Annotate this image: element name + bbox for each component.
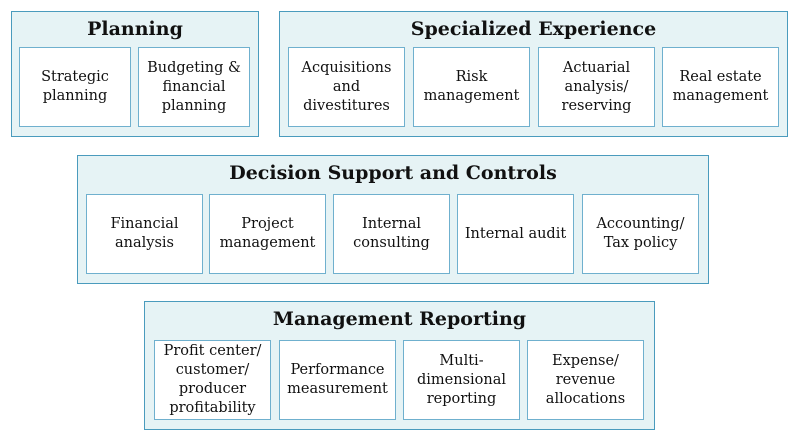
box-performance-measurement: Performance measurement xyxy=(279,340,396,420)
box-internal-audit: Internal audit xyxy=(457,194,574,274)
group-title-management-reporting: Management Reporting xyxy=(272,308,527,330)
box-budgeting-financial-planning: Budgeting & financial planning xyxy=(138,47,250,127)
box-accounting-tax-policy: Accounting/ Tax policy xyxy=(582,194,699,274)
box-multidimensional-reporting: Multi- dimensional reporting xyxy=(403,340,520,420)
group-management-reporting: Management Reporting Profit center/ cust… xyxy=(144,301,655,430)
box-profit-center-profitability: Profit center/ customer/ producer profit… xyxy=(154,340,271,420)
group-decision-support-controls: Decision Support and Controls Financial … xyxy=(77,155,709,284)
box-project-management: Project management xyxy=(209,194,326,274)
group-title-planning: Planning xyxy=(87,18,183,40)
group-planning: Planning Strategic planning Budgeting & … xyxy=(11,11,259,137)
group-specialized-experience: Specialized Experience Acquisitions and … xyxy=(279,11,788,137)
box-actuarial-analysis-reserving: Actuarial analysis/ reserving xyxy=(538,47,655,127)
group-title-decision-support-controls: Decision Support and Controls xyxy=(229,162,557,184)
box-strategic-planning: Strategic planning xyxy=(19,47,131,127)
box-financial-analysis: Financial analysis xyxy=(86,194,203,274)
box-risk-management: Risk management xyxy=(413,47,530,127)
box-internal-consulting: Internal consulting xyxy=(333,194,450,274)
box-expense-revenue-allocations: Expense/ revenue allocations xyxy=(527,340,644,420)
group-title-specialized-experience: Specialized Experience xyxy=(410,18,657,40)
box-real-estate-management: Real estate management xyxy=(662,47,779,127)
box-acquisitions-divestitures: Acquisitions and divestitures xyxy=(288,47,405,127)
